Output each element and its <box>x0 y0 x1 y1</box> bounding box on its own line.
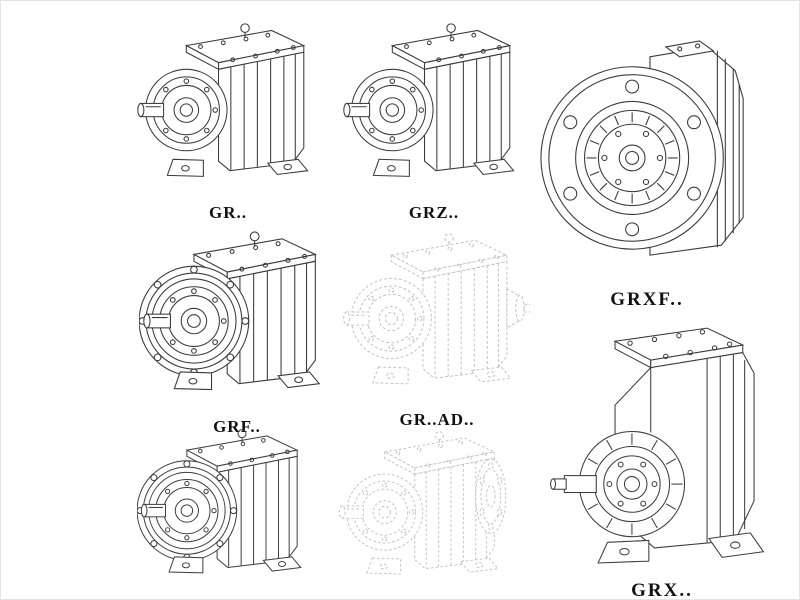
figure-gr-am: GR..AM.. <box>335 429 521 600</box>
gearbox-drawing-gr <box>133 21 323 201</box>
figure-grx: GRX.. <box>549 315 775 600</box>
figure-label-grxf: GRXF.. <box>610 289 684 310</box>
figure-label-grz: GRZ.. <box>408 203 460 222</box>
figure-label-gr-f: GR..F <box>201 598 250 599</box>
gearbox-drawing-grf <box>139 229 335 415</box>
gearbox-drawing-gr-ad <box>339 231 535 408</box>
gearbox-drawing-gr-f <box>137 427 315 596</box>
figure-grf: GRF.. <box>139 229 335 437</box>
gearbox-drawing-grz <box>339 21 529 201</box>
figure-grz: GRZ.. <box>339 21 529 223</box>
figure-grxf: GRXF.. <box>533 19 761 311</box>
gearbox-drawing-gr-am <box>335 429 521 597</box>
figure-label-gr: GR.. <box>209 203 247 222</box>
figure-label-grx: GRX.. <box>631 580 693 600</box>
figure-label-gr-ad: GR..AD.. <box>399 410 475 429</box>
figure-label-grf: GRF.. <box>213 417 261 436</box>
gearbox-drawing-grxf <box>533 19 761 287</box>
gearbox-drawing-grx <box>549 315 775 578</box>
figure-gr-ad: GR..AD.. <box>339 231 535 430</box>
figure-gr: GR.. <box>133 21 323 223</box>
figure-gr-f: GR..F <box>137 427 315 599</box>
